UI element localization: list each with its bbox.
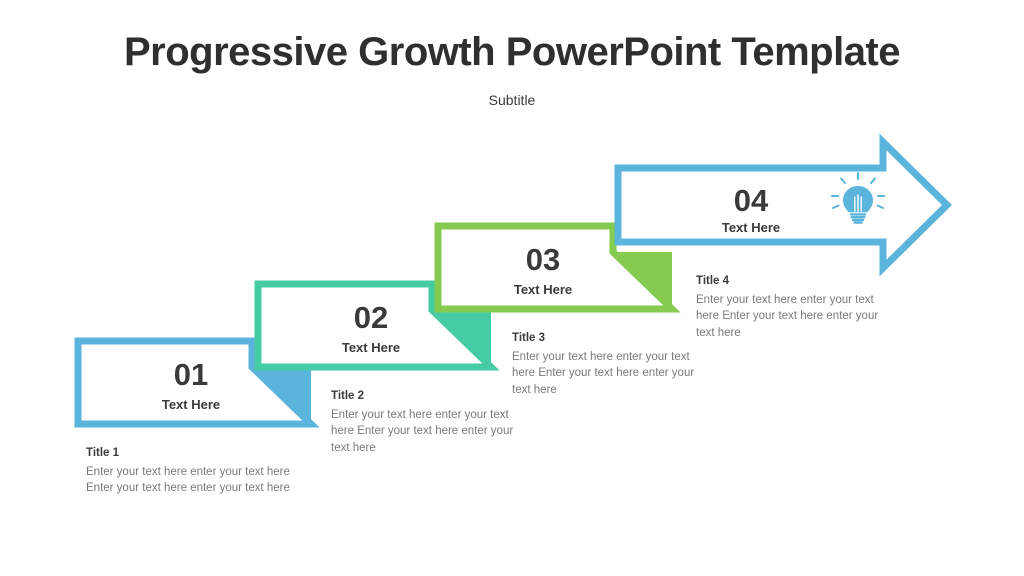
- caption-body-4: Enter your text here enter your text her…: [696, 293, 879, 339]
- step-02-number: 02: [354, 300, 388, 335]
- page-subtitle: Subtitle: [488, 92, 536, 108]
- step-03-label: Text Here: [514, 282, 572, 297]
- step-03-number: 03: [526, 242, 560, 277]
- step-02-label: Text Here: [342, 340, 400, 355]
- caption-step-1: Title 1 Enter your text here enter your …: [86, 446, 291, 497]
- caption-title-2: Title 2: [331, 390, 365, 402]
- caption-body-3: Enter your text here enter your text her…: [512, 350, 695, 396]
- step-02-shape[interactable]: [254, 280, 500, 371]
- step-01-label: Text Here: [162, 397, 220, 412]
- page-title: Progressive Growth PowerPoint Template: [124, 30, 901, 74]
- step-01-body: [74, 337, 320, 428]
- caption-title-1: Title 1: [86, 447, 120, 459]
- step-03-shape[interactable]: [434, 222, 681, 313]
- step-04-label: Text Here: [722, 220, 780, 235]
- caption-step-4: Title 4 Enter your text here enter your …: [696, 274, 886, 342]
- caption-title-4: Title 4: [696, 275, 730, 287]
- step-01-number: 01: [174, 357, 208, 392]
- step-04-number: 04: [734, 183, 769, 218]
- caption-step-3: Title 3 Enter your text here enter your …: [512, 331, 702, 399]
- step-04-body: [614, 133, 952, 277]
- step-03-body: [434, 222, 681, 313]
- step-01-shape[interactable]: [74, 337, 320, 428]
- step-04-shape[interactable]: [614, 133, 952, 277]
- caption-title-3: Title 3: [512, 332, 546, 344]
- caption-body-2: Enter your text here enter your text her…: [331, 408, 514, 454]
- caption-body-1: Enter your text here enter your text her…: [86, 465, 290, 495]
- step-02-body: [254, 280, 500, 371]
- lightbulb-icon: [831, 172, 885, 224]
- caption-step-2: Title 2 Enter your text here enter your …: [331, 389, 521, 457]
